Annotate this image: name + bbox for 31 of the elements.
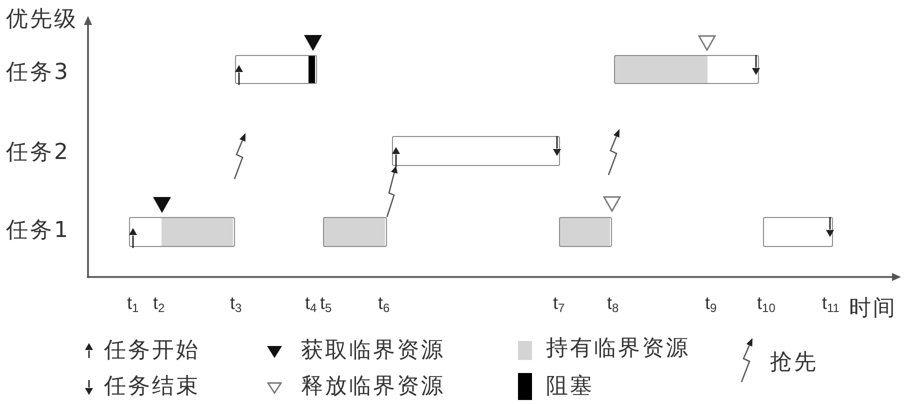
tick-label: t$_{9}$ [705, 294, 717, 312]
task-bar [392, 136, 560, 166]
tick-label: t$_{4}$ [305, 294, 317, 312]
task-bar [763, 217, 833, 247]
legend-label: 获取临界资源 [301, 340, 445, 362]
tick-label: t$_{2}$ [153, 294, 165, 312]
legend-label: 任务开始 [104, 340, 200, 362]
tick-label: t$_{5}$ [320, 294, 332, 312]
legend-label: 抢先 [770, 352, 818, 374]
tick-label: t$_{7}$ [553, 294, 565, 312]
legend-label: 任务结束 [104, 376, 200, 398]
legend-label: 释放临界资源 [301, 376, 445, 398]
axis-title: 时间 [849, 298, 897, 320]
legend-label: 持有临界资源 [546, 338, 690, 360]
legend-label: 阻塞 [546, 376, 594, 398]
tick-label: t$_{6}$ [378, 294, 390, 312]
row-label: 任务3 [6, 62, 70, 84]
task-bar [323, 217, 387, 247]
tick-label: t$_{11}$ [822, 294, 840, 312]
tick-label: t$_{8}$ [607, 294, 619, 312]
task-bar [235, 55, 317, 84]
tick-label: t$_{10}$ [757, 294, 776, 312]
lightning-arrow [386, 166, 398, 218]
task-bar [129, 217, 235, 247]
tick-label: t$_{3}$ [230, 294, 242, 312]
task-bar [559, 217, 612, 247]
row-label: 任务1 [6, 220, 70, 242]
row-label: 任务2 [6, 142, 70, 164]
axis-title: 优先级 [6, 9, 78, 31]
task-bar [614, 55, 759, 84]
tick-label: t$_{1}$ [127, 294, 139, 312]
